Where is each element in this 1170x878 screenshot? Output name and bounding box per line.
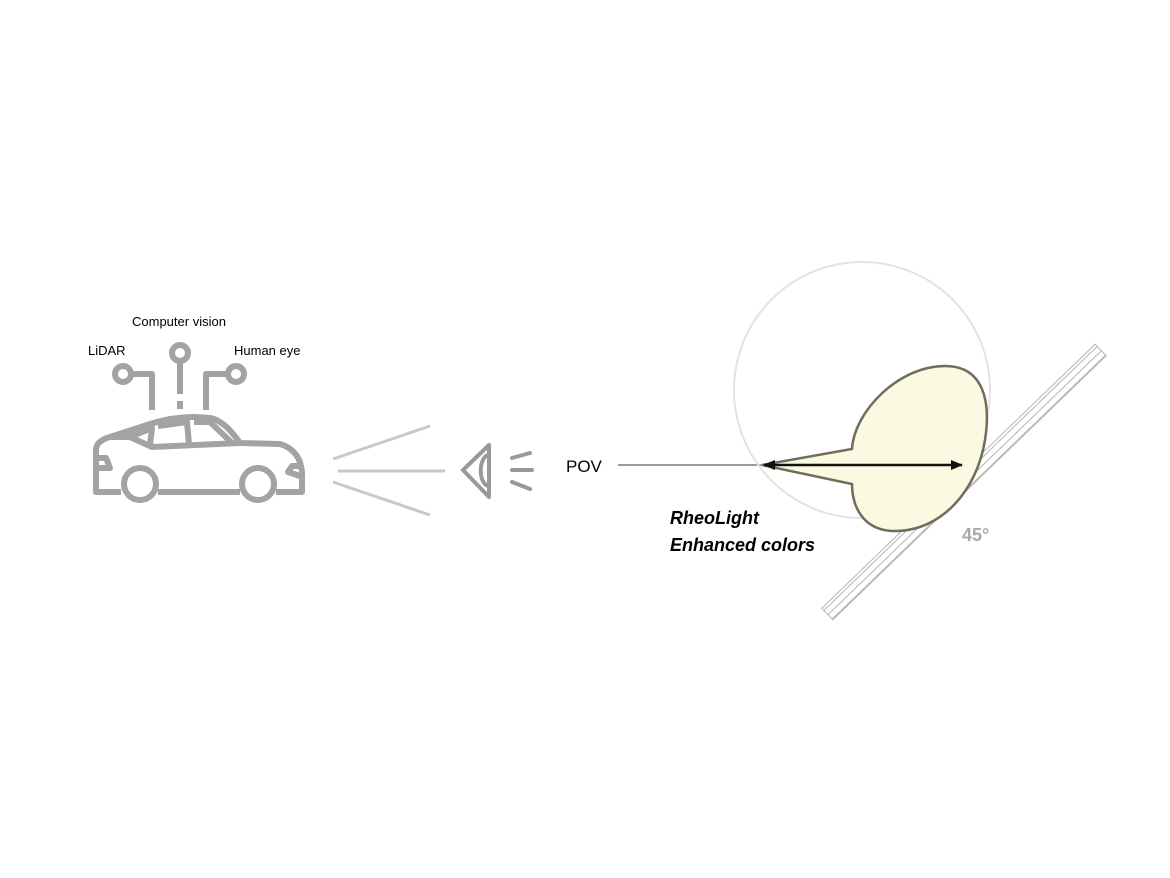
label-computer-vision: Computer vision: [132, 314, 226, 329]
label-lidar: LiDAR: [88, 343, 126, 358]
eye-icon: [460, 443, 534, 499]
label-pov: POV: [566, 457, 603, 476]
label-rheolight: RheoLight: [670, 508, 760, 528]
vision-rays: [332, 424, 445, 517]
label-enhanced-colors: Enhanced colors: [670, 535, 815, 555]
label-human-eye: Human eye: [234, 343, 300, 358]
car-icon: [93, 414, 305, 503]
label-angle: 45°: [962, 525, 989, 545]
sensor-node-icon: [112, 342, 247, 410]
reflection-lobe: [761, 364, 989, 533]
